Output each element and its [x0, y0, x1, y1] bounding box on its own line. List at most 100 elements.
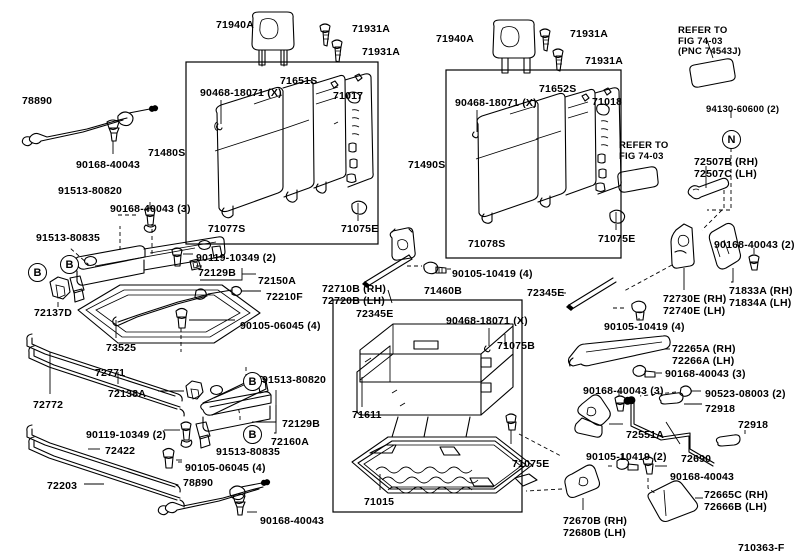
part-label-l25: 91513-80820 [58, 185, 123, 197]
part-label-l12: 90468-18071 (X) [200, 87, 282, 99]
part-72138a [158, 380, 204, 400]
bolt-71931a-left-2 [331, 39, 343, 63]
part-label-l54: 71075B [497, 340, 535, 352]
part-label-l06: 71931A [585, 55, 623, 67]
part-label-l24: 72507B (RH) 72507C (LH) [694, 156, 759, 180]
part-label-l38: 91513-80820 [262, 374, 327, 386]
wire-72772 [26, 333, 183, 402]
part-label-l03: 71931A [362, 46, 400, 58]
rod-72210f [112, 285, 261, 327]
part-71833a [708, 222, 742, 283]
part-label-l51: 71460B [424, 285, 462, 297]
bolt-90105-06045-upper [175, 307, 235, 352]
part-label-l70: 90105-10419 (2) [586, 451, 667, 463]
part-label-l05: 71931A [570, 28, 608, 40]
part-label-l56: 71075E [512, 458, 550, 470]
part-label-l71: 90168-40043 [670, 471, 735, 483]
rod-72345e-right [566, 277, 617, 311]
part-label-l42: 90119-10349 (2) [86, 429, 167, 441]
arm-72265a [567, 335, 671, 367]
knob-71075e-left [351, 200, 368, 221]
part-label-l66: 72918 [705, 403, 736, 415]
bolt-90105-10419-a [407, 261, 451, 275]
part-label-l09: 78890 [22, 95, 53, 107]
part-72665c [647, 480, 703, 523]
part-label-l59: 71833A (RH) 71834A (LH) [729, 285, 793, 309]
part-label-l16: 71075E [341, 223, 379, 235]
bolt-71931a-right-1 [539, 28, 551, 52]
part-label-l27: 91513-80835 [36, 232, 101, 244]
part-label-l11: 71480S [148, 147, 186, 159]
part-label-l04: 71940A [436, 33, 474, 45]
part-label-l60: 90168-40043 (2) [714, 239, 795, 251]
part-label-l07: REFER TO FIG 74-03 (PNC 74543J) [678, 25, 742, 57]
part-label-l08: 94130-60600 (2) [706, 104, 780, 115]
bolt-71931a-right-2 [552, 48, 564, 72]
part-label-l73: 72670B (RH) 72680B (LH) [563, 515, 628, 539]
pan-73525 [77, 284, 261, 344]
bolt-90105-06045-lower [162, 447, 182, 469]
part-label-l29: 72129B [198, 267, 236, 279]
part-label-l62: 72265A (RH) 72266A (LH) [672, 343, 736, 367]
part-label-l45: 90105-06045 (4) [185, 462, 266, 474]
headrest-right [492, 19, 536, 74]
part-label-l32: 90105-06045 (4) [240, 320, 321, 332]
circled-ref-c1: B [60, 255, 79, 274]
circled-ref-c2: B [28, 263, 47, 282]
circled-ref-c3: B [243, 372, 262, 391]
part-label-l44: 72203 [47, 480, 78, 492]
bolt-90105-10419-right [612, 300, 647, 321]
part-label-l36: 72772 [33, 399, 64, 411]
bolt-90119-10349-upper [171, 247, 193, 267]
part-label-l58: 72730E (RH) 72740E (LH) [663, 293, 727, 317]
refer-pad-top-right [689, 39, 736, 88]
headrest-left [251, 11, 295, 67]
part-label-l35: 72771 [95, 367, 126, 379]
part-label-l21: REFER TO FIG 74-03 [619, 140, 669, 162]
bolt-90105-10419-2 [606, 454, 639, 471]
part-label-l65: 90523-08003 (2) [705, 388, 786, 400]
clip-71075e-cushion [505, 413, 562, 457]
wire-72203 [28, 436, 185, 508]
part-label-l74: 710363-F [738, 542, 785, 554]
bracket-left-of-cushion [389, 227, 416, 261]
part-label-l39: 72129B [282, 418, 320, 430]
part-label-l41: 91513-80835 [216, 446, 281, 458]
part-label-l01: 71940A [216, 19, 254, 31]
part-label-l69: 72690 [681, 453, 712, 465]
part-label-l52: 72345E [527, 287, 565, 299]
part-label-l57: 71015 [364, 496, 395, 508]
part-label-l50: 90105-10419 (4) [452, 268, 533, 280]
part-label-l19: 71652S [539, 83, 577, 95]
part-label-l31: 72210F [266, 291, 303, 303]
part-label-l64: 90168-40043 (3) [583, 385, 664, 397]
part-label-l33: 72137D [34, 307, 72, 319]
part-label-l61: 90105-10419 (4) [604, 321, 685, 333]
part-label-l13: 71651S [280, 75, 318, 87]
clip-72918-lower [715, 430, 746, 447]
bolt-90168-40043-left3 [614, 390, 626, 412]
part-label-l40: 72160A [271, 436, 309, 448]
nut-90523-08003 [639, 385, 701, 397]
screw-90168-40043-3r [632, 364, 662, 378]
part-label-l15: 71077S [208, 223, 246, 235]
cable-78890-top [21, 105, 159, 147]
part-label-l46: 78890 [183, 477, 214, 489]
part-label-l20: 71018 [592, 96, 623, 108]
part-label-l02: 71931A [352, 23, 390, 35]
wire-72771 [28, 345, 185, 417]
part-label-l49: 72345E [356, 308, 394, 320]
wire-72422 [26, 424, 181, 493]
part-label-l17: 71490S [408, 159, 446, 171]
knob-71075e-right [609, 209, 626, 230]
rod-72710b [362, 254, 413, 288]
rod-72690 [623, 396, 715, 467]
part-72137d [49, 276, 71, 307]
circled-ref-c4: B [243, 425, 262, 444]
part-label-l22: 71078S [468, 238, 506, 250]
part-label-l34: 73525 [106, 342, 137, 354]
part-label-l23: 71075E [598, 233, 636, 245]
bolt-90168-40043-2 [748, 248, 760, 271]
rod-72507b [687, 166, 730, 231]
